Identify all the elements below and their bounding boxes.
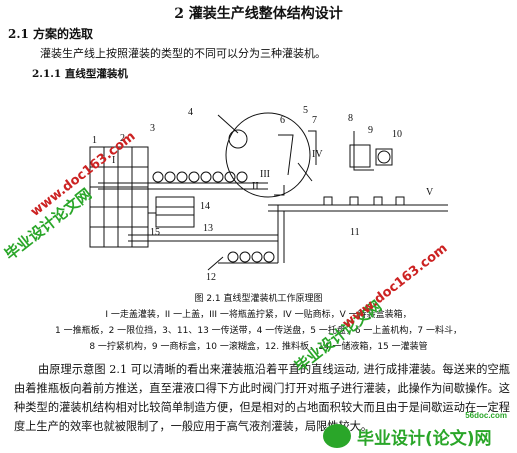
roman-V: V: [426, 187, 434, 198]
legend-line-1: I 一走盖灌装，II 一上盖，III 一将瓶盖拧紧，IV 一贴商标，V 一待装盒…: [105, 310, 412, 320]
roman-I: I: [112, 155, 115, 166]
callout-1: 1: [92, 135, 97, 146]
bottle-grid: [89, 146, 149, 248]
subsection-heading: 2.1.1 直线型灌装机: [32, 68, 128, 80]
roman-IV: IV: [312, 149, 323, 160]
callout-3: 3: [150, 123, 155, 134]
footer-title: 毕业设计(论文)网: [357, 429, 492, 449]
page-title: 2 灌装生产线整体结构设计: [174, 6, 343, 22]
callout-9: 9: [368, 125, 373, 136]
callout-8: 8: [348, 113, 353, 124]
callout-14: 14: [200, 201, 210, 212]
callout-5: 5: [303, 105, 308, 116]
callout-15: 15: [150, 227, 160, 238]
storage-tank: [155, 196, 195, 228]
logo-icon: [323, 424, 351, 448]
lower-right-bottles: [323, 196, 405, 206]
section-heading: 2.1 方案的选取: [8, 27, 94, 41]
footer-site: 56doc.com: [465, 411, 507, 420]
footer-watermark-logo: 56doc.com 毕业设计(论文)网: [323, 411, 511, 450]
callout-4: 4: [188, 107, 193, 118]
callout-6: 6: [280, 115, 285, 126]
filling-machine-diagram: 1 2 3 4 5 6 7 8 9 10 11 12 13 14 15 I II…: [89, 105, 448, 283]
callout-2: 2: [120, 133, 125, 144]
upper-bottles: [152, 171, 248, 183]
roman-II: II: [252, 181, 259, 192]
callout-12: 12: [206, 272, 216, 283]
tray-circle: [225, 112, 311, 198]
callout-13: 13: [203, 223, 213, 234]
callout-10: 10: [392, 129, 402, 140]
lower-bottles: [227, 251, 275, 263]
legend-line-2: 1 一推瓶板，2 一限位挡，3、11、13 一传送带，4 一传送盘，5 一托盘，…: [54, 326, 462, 336]
turntable-circle: [228, 129, 248, 149]
legend-line-3: 8 一拧紧机构，9 一商标盒，10 一滚糊盒，12. 推料板，14 一储液箱，1…: [89, 342, 428, 352]
figure-caption: 图 2.1 直线型灌装机工作原理图: [194, 294, 323, 304]
body-paragraph: 由原理示意图 2.1 可以清晰的看出来灌装瓶沿着平直的直线运动, 进行成排灌装。…: [14, 363, 510, 433]
intro-paragraph: 灌装生产线上按照灌装的类型的不同可以分为三种灌装机。: [40, 47, 326, 60]
callout-11: 11: [350, 227, 360, 238]
callout-7: 7: [312, 115, 317, 126]
roman-III: III: [260, 169, 270, 180]
